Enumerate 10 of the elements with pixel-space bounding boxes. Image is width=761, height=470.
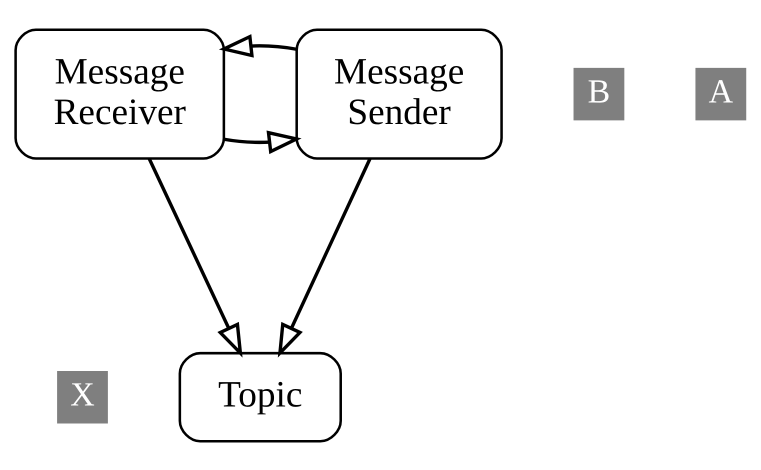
node-box: Topic	[178, 351, 342, 442]
node-box: Message Receiver	[14, 28, 226, 160]
arrow	[218, 34, 297, 58]
node-box: B	[574, 67, 624, 120]
node-box: A	[695, 67, 746, 120]
node-box: Message Sender	[295, 28, 503, 160]
arrow	[148, 157, 243, 358]
arrow	[278, 157, 372, 358]
arrow	[224, 130, 302, 154]
node-box: X	[57, 370, 108, 423]
